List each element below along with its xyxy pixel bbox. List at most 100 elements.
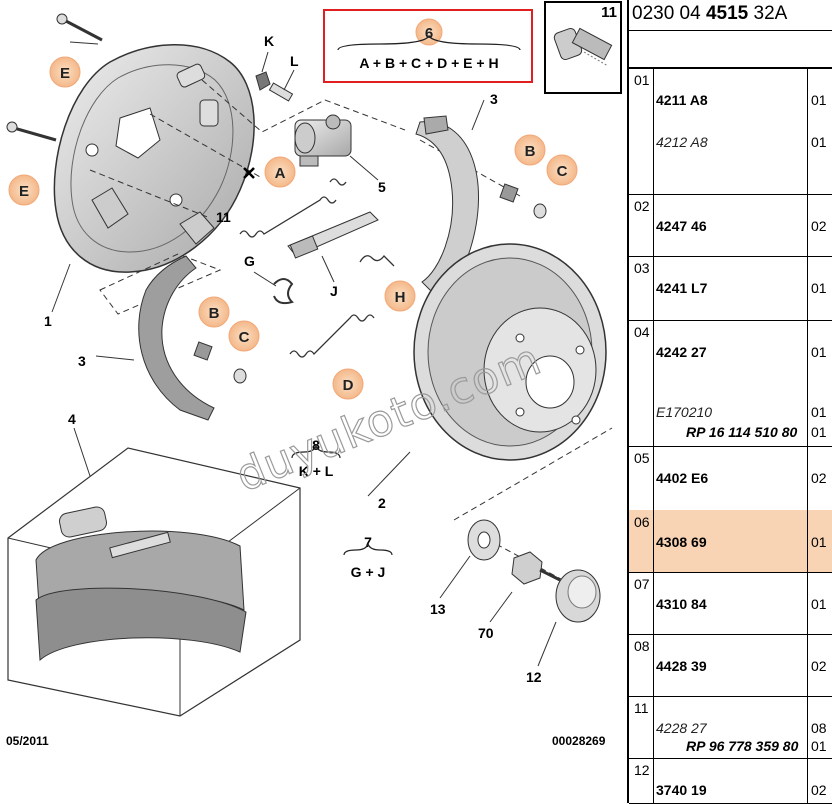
row-line: E170210 01 — [656, 404, 832, 422]
exploded-parts-diagram: 6 A + B + C + D + E + H 8 K + L 7 G + J — [6, 1, 622, 748]
row-item-number: 12 — [634, 762, 650, 778]
part-quantity: 01 — [811, 92, 827, 108]
spring-cups — [193, 183, 547, 384]
circle-h: H — [395, 289, 406, 306]
part-reference: 4247 46 — [656, 218, 707, 234]
row-line: RP 16 114 510 80 01 — [656, 424, 832, 442]
part-reference: RP 16 114 510 80 — [686, 424, 798, 440]
bolt-hole-marker — [243, 167, 255, 179]
part-reference: 4241 L7 — [656, 280, 708, 296]
circle-b-upper: B — [525, 143, 536, 160]
part-reference: 3740 19 — [656, 782, 707, 798]
part-quantity: 02 — [811, 470, 827, 486]
row-item-number: 05 — [634, 450, 650, 466]
parts-row-05[interactable]: 05 4402 E6 02 — [629, 446, 832, 511]
part-quantity: 02 — [811, 782, 827, 798]
kit-6-formula: A + B + C + D + E + H — [359, 55, 498, 71]
kit-6-number: 6 — [425, 25, 433, 42]
kit-6-highlight-box — [323, 9, 533, 83]
panel-blank-row — [629, 31, 832, 69]
part-reference: 4402 E6 — [656, 470, 709, 486]
part-quantity: 01 — [811, 596, 827, 612]
row-line: 4241 L7 01 — [656, 280, 832, 298]
reference-prefix: 0230 04 — [632, 3, 706, 24]
column-divider — [807, 572, 808, 634]
label-part-70: 70 — [478, 625, 494, 641]
row-line: 4212 A8 01 — [656, 134, 832, 152]
row-item-number: 02 — [634, 198, 650, 214]
dust-cap — [555, 569, 601, 623]
kit-6-callout: 6 A + B + C + D + E + H — [337, 18, 521, 71]
circle-e-lower: E — [19, 183, 29, 200]
part-quantity: 01 — [811, 134, 827, 150]
row-item-number: 08 — [634, 638, 650, 654]
part-number-labels: 1 2 3 3 4 5 11 12 13 70 G J K L — [44, 33, 542, 685]
label-part-2: 2 — [378, 495, 386, 511]
part-reference: 4212 A8 — [656, 134, 708, 150]
bolt-lower — [6, 121, 57, 142]
parts-row-03[interactable]: 03 4241 L7 01 — [629, 256, 832, 321]
kit-7-number: 7 — [364, 534, 372, 550]
parts-row-02[interactable]: 02 4247 46 02 — [629, 194, 832, 257]
circle-c-lower: C — [239, 329, 250, 346]
part-reference: E170210 — [656, 404, 713, 420]
parts-row-12[interactable]: 12 3740 19 02 — [629, 758, 832, 804]
label-part-12: 12 — [526, 669, 542, 685]
circle-a: A — [275, 165, 286, 182]
part-quantity: 01 — [811, 404, 827, 420]
part-quantity: 08 — [811, 720, 827, 736]
bolt-11-graphic — [553, 27, 613, 67]
column-divider — [807, 68, 808, 194]
row-line: 4402 E6 02 — [656, 470, 832, 488]
column-divider — [653, 510, 654, 572]
column-divider — [653, 446, 654, 510]
column-divider — [653, 696, 654, 758]
part-quantity: 02 — [811, 218, 827, 234]
row-item-number: 11 — [634, 700, 649, 716]
column-divider — [807, 446, 808, 510]
row-item-number: 03 — [634, 260, 650, 276]
item-11-number: 11 — [601, 4, 617, 21]
label-part-13: 13 — [430, 601, 446, 617]
diagram-drawing: 6 A + B + C + D + E + H 8 K + L 7 G + J — [6, 13, 613, 748]
kit-8-formula: K + L — [299, 463, 334, 479]
column-divider — [653, 572, 654, 634]
row-item-number: 04 — [634, 324, 650, 340]
part-quantity: 01 — [811, 280, 827, 296]
column-divider — [807, 758, 808, 803]
column-divider — [807, 696, 808, 758]
circle-b-lower: B — [209, 305, 220, 322]
column-divider — [807, 634, 808, 696]
label-part-l: L — [290, 53, 299, 69]
label-leaders — [51, 51, 557, 667]
column-divider — [653, 194, 654, 256]
row-item-number: 01 — [634, 72, 650, 88]
backing-plate — [53, 44, 255, 273]
row-item-number: 06 — [634, 514, 650, 530]
part-quantity: 01 — [811, 424, 827, 440]
circle-c-upper: C — [557, 163, 568, 180]
bleed-screw — [268, 82, 294, 102]
label-part-3-lower: 3 — [78, 353, 86, 369]
label-part-3-upper: 3 — [490, 91, 498, 107]
row-item-number: 07 — [634, 576, 650, 592]
footer-date: 05/2011 — [6, 734, 49, 748]
panel-header: 0230 04 4515 32A — [629, 0, 832, 31]
retainer-clip — [273, 278, 294, 305]
label-part-5: 5 — [378, 179, 386, 195]
label-part-1: 1 — [44, 313, 52, 329]
row-line: 3740 19 02 — [656, 782, 832, 800]
part-quantity: 01 — [811, 344, 827, 360]
part-quantity: 01 — [811, 738, 827, 754]
label-part-j: J — [330, 283, 338, 299]
